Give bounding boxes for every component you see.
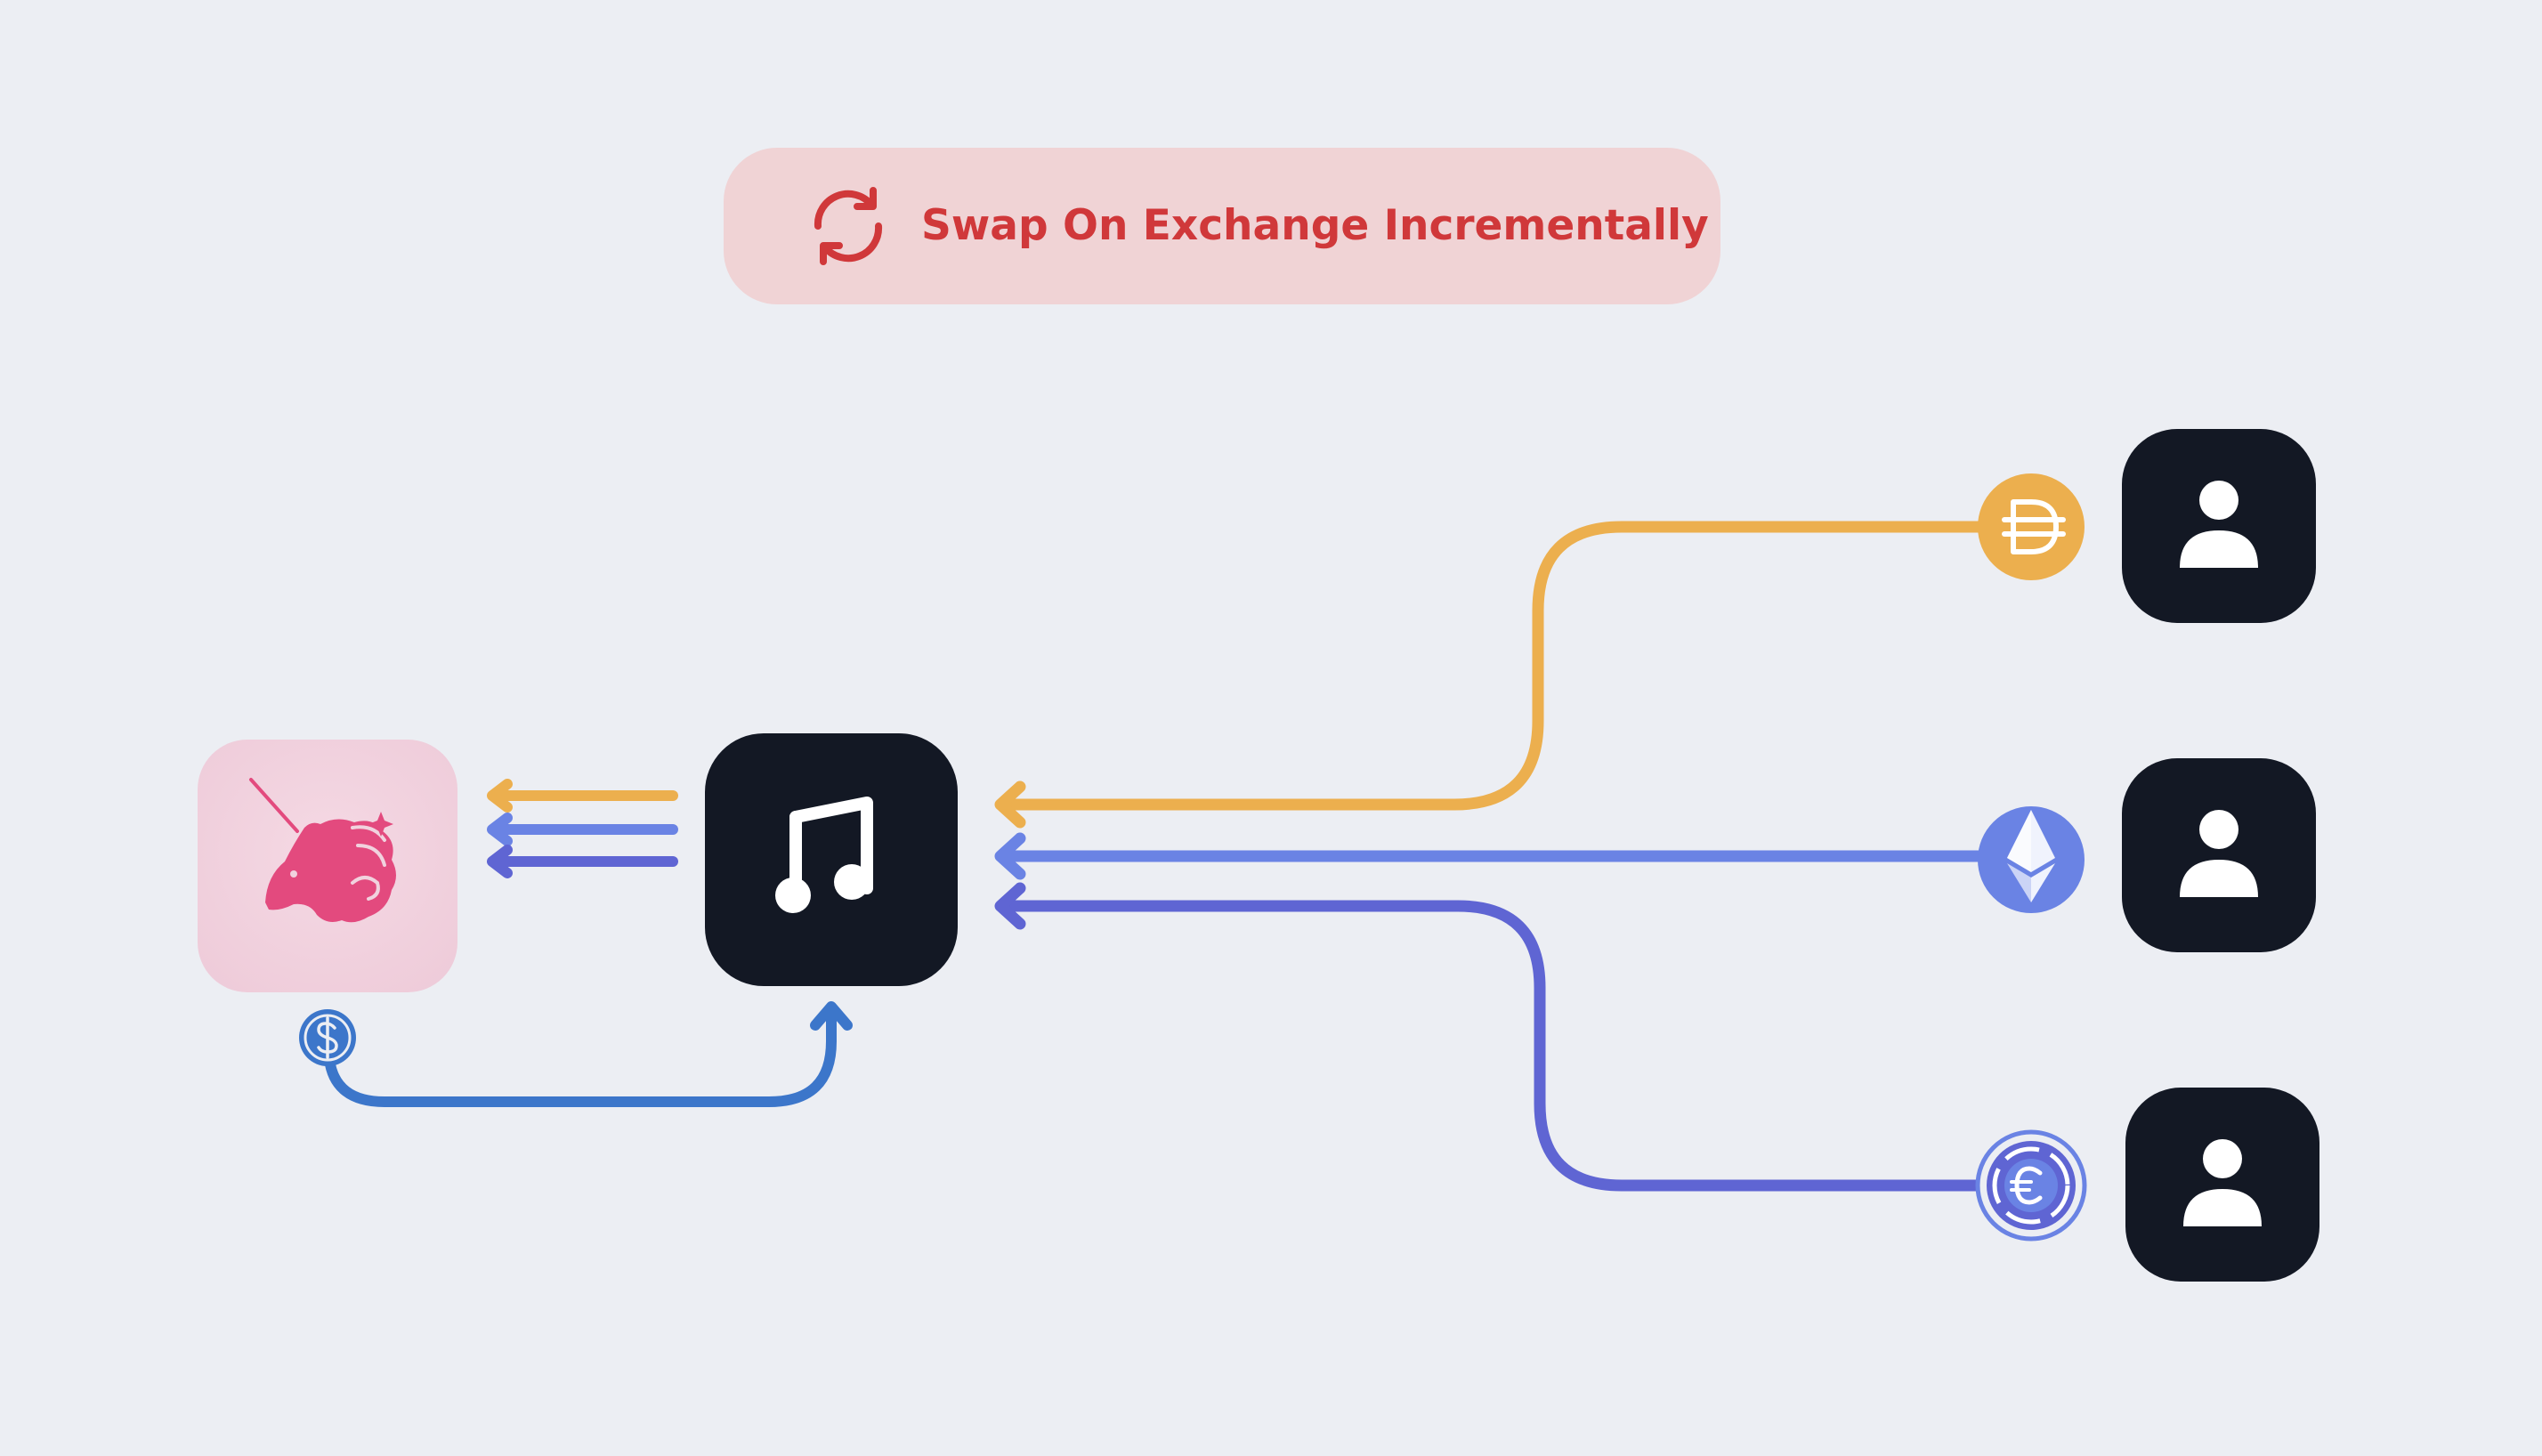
forward-to-exchange-arrows <box>487 779 678 878</box>
euro-flow-arrow <box>994 882 1991 1192</box>
user-node <box>2122 429 2316 623</box>
user-node <box>2122 758 2316 952</box>
user-icon <box>2180 481 2258 568</box>
dai-token-icon <box>1978 473 2085 580</box>
title-banner: Swap On Exchange Incrementally <box>724 148 1720 304</box>
eth-flow-arrow <box>994 832 1991 880</box>
usdc-return-arrow <box>324 1001 853 1107</box>
user-icon <box>2183 1139 2262 1226</box>
dai-flow-arrow <box>994 521 1991 829</box>
title-label: Swap On Exchange Incrementally <box>921 201 1709 250</box>
refresh-arrows-icon <box>814 187 883 265</box>
euro-token-icon <box>1975 1129 2087 1242</box>
ethereum-token-icon <box>1978 806 2085 913</box>
user-node <box>2125 1088 2319 1282</box>
exchange-node <box>198 740 457 992</box>
unicorn-icon <box>249 778 396 923</box>
app-node <box>705 733 958 986</box>
music-note-icon <box>775 797 873 913</box>
user-icon <box>2180 810 2258 897</box>
usdc-token-icon <box>299 1009 356 1066</box>
